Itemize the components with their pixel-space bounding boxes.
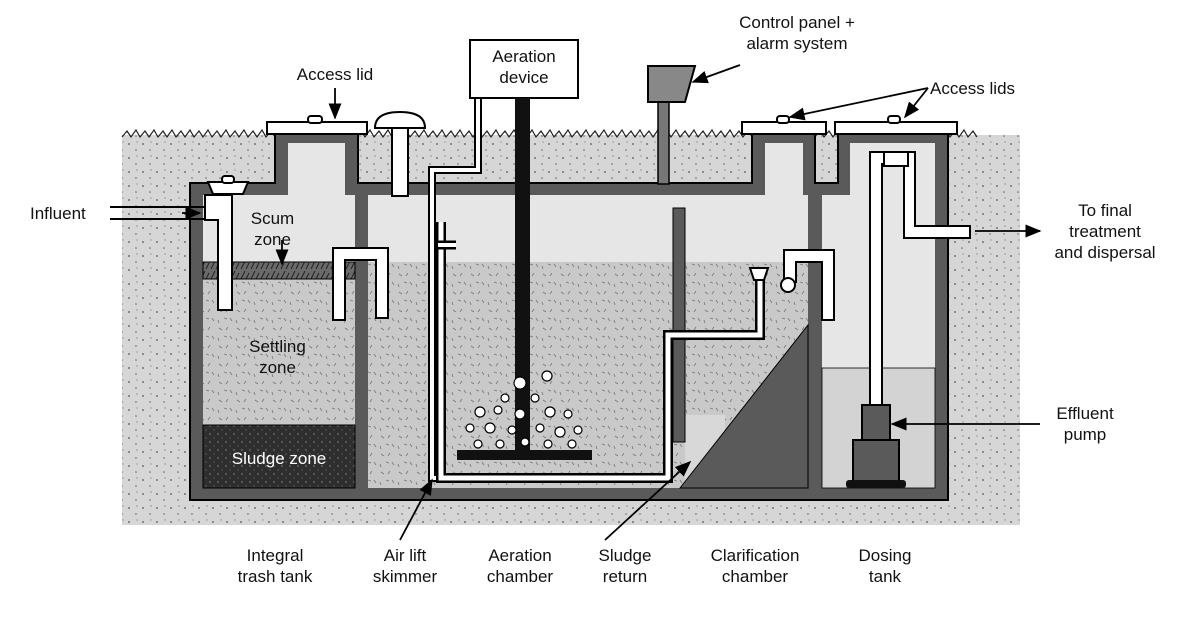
clarifier-slope: [678, 323, 809, 489]
bubble: [473, 439, 483, 449]
access-lid: [206, 115, 958, 195]
bubble: [507, 425, 517, 435]
label-integral-trash-tank: Integral trash tank: [237, 546, 313, 586]
label-to-final-treatment: To final treatment and dispersal: [1054, 201, 1156, 262]
label-access-lid: Access lid: [296, 65, 374, 84]
sludge-layer: [202, 424, 356, 489]
bubble: [493, 405, 503, 415]
label-influent: Influent: [30, 204, 86, 223]
bubble: [541, 370, 553, 382]
label-air-lift-skimmer: Air lift skimmer: [372, 546, 438, 586]
bubble: [495, 439, 505, 449]
label-aeration-chamber: Aeration chamber: [486, 546, 554, 586]
bubble: [474, 406, 486, 418]
aeration-shaft: [515, 98, 530, 453]
bubble: [513, 376, 527, 390]
clarifier-baffle: [672, 207, 686, 443]
aeration-device-box: [469, 39, 579, 99]
bubble: [484, 422, 496, 434]
control-panel-pole: [657, 99, 670, 185]
effluent-pump: [861, 404, 891, 441]
bubble: [520, 437, 530, 447]
bubble: [554, 426, 566, 438]
label-settling-zone: Settling zone: [249, 337, 306, 377]
bubble: [514, 408, 526, 420]
air-lift-pipes: [428, 98, 770, 483]
diffuser-bar: [457, 450, 592, 460]
label-sludge-return: Sludge return: [598, 546, 652, 586]
label-aeration-device: Aeration device: [492, 47, 556, 87]
label-control-panel: Control panel + alarm system: [739, 13, 855, 53]
bubble: [500, 393, 510, 403]
label-clarification-chamber: Clarification chamber: [710, 546, 800, 586]
bubble: [563, 409, 573, 419]
bubble: [573, 425, 583, 435]
air-bubbles: [465, 370, 583, 449]
label-effluent-pump: Effluent pump: [1056, 404, 1114, 444]
label-scum-zone: Scum zone: [250, 209, 295, 249]
label-dosing-tank: Dosing tank: [858, 546, 912, 586]
bubble: [530, 393, 540, 403]
label-sludge-zone: Sludge zone: [231, 449, 327, 468]
transfer-tee: [332, 247, 389, 321]
bubble: [465, 423, 475, 433]
control-panel-box: [647, 65, 697, 103]
bubble: [544, 406, 556, 418]
callout-arrows: [182, 64, 1042, 541]
bubble: [535, 423, 545, 433]
bubble: [543, 439, 553, 449]
vent-pipe: [373, 110, 427, 197]
label-access-lids: Access lids: [930, 79, 1016, 98]
bubble: [567, 439, 577, 449]
